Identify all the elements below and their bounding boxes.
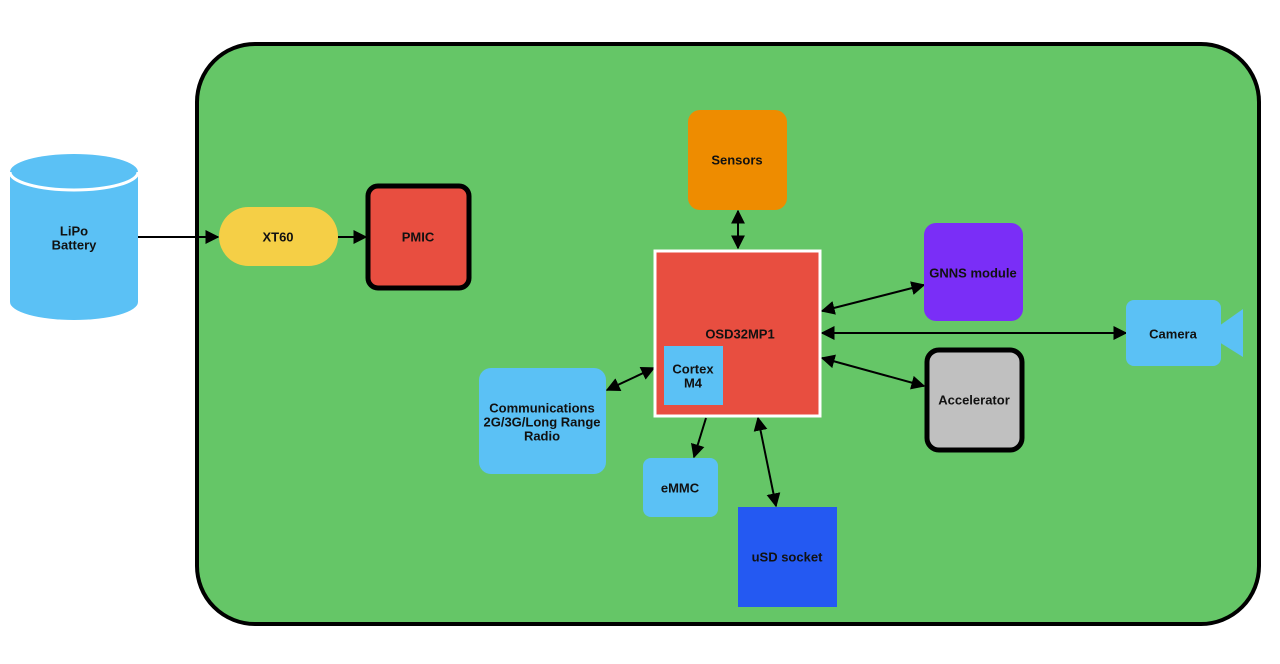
comms-label-line: 2G/3G/Long Range <box>483 415 600 430</box>
comms-label-line: Radio <box>524 429 560 444</box>
gnns-module-node: GNNS module <box>924 223 1023 321</box>
emmc-label: eMMC <box>661 481 700 496</box>
xt60-label-line: XT60 <box>262 230 293 245</box>
camera-node: Camera <box>1126 300 1243 366</box>
battery-label-line: LiPo <box>60 224 88 239</box>
usd-label: uSD socket <box>752 550 823 565</box>
pmic-label-line: PMIC <box>402 230 435 245</box>
accelerator-label-line: Accelerator <box>938 393 1010 408</box>
arrow-soc-gnns <box>820 281 926 315</box>
sensors-label: Sensors <box>711 153 762 168</box>
accelerator-label: Accelerator <box>938 393 1010 408</box>
arrow-soc-accelerator <box>820 354 926 390</box>
accelerator-node: Accelerator <box>924 347 1025 453</box>
arrow-comms-soc <box>605 367 656 391</box>
comms-label-line: Communications <box>489 401 594 416</box>
cortex-label-line: Cortex <box>672 362 714 377</box>
pmic-node: PMIC <box>365 183 472 291</box>
arrow-soc-usd <box>753 416 781 508</box>
pmic-label: PMIC <box>402 230 435 245</box>
soc-label-line: OSD32MP1 <box>705 327 774 342</box>
gnns-label: GNNS module <box>929 266 1016 281</box>
camera-label: Camera <box>1149 327 1197 342</box>
xt60-label: XT60 <box>262 230 293 245</box>
sensors-label-line: Sensors <box>711 153 762 168</box>
usd-socket-node: uSD socket <box>738 507 837 607</box>
battery-label-line: Battery <box>52 238 98 253</box>
arrow-soc-emmc <box>691 417 707 459</box>
emmc-node: eMMC <box>643 458 718 517</box>
usd-label-line: uSD socket <box>752 550 823 565</box>
sensors-node: Sensors <box>688 110 787 210</box>
gnns-label-line: GNNS module <box>929 266 1016 281</box>
soc-label: OSD32MP1 <box>705 327 774 342</box>
xt60-node: XT60 <box>219 207 338 266</box>
cortex-label-line: M4 <box>684 376 703 391</box>
camera-label-line: Camera <box>1149 327 1197 342</box>
emmc-label-line: eMMC <box>661 481 700 496</box>
connectors <box>138 209 1128 508</box>
